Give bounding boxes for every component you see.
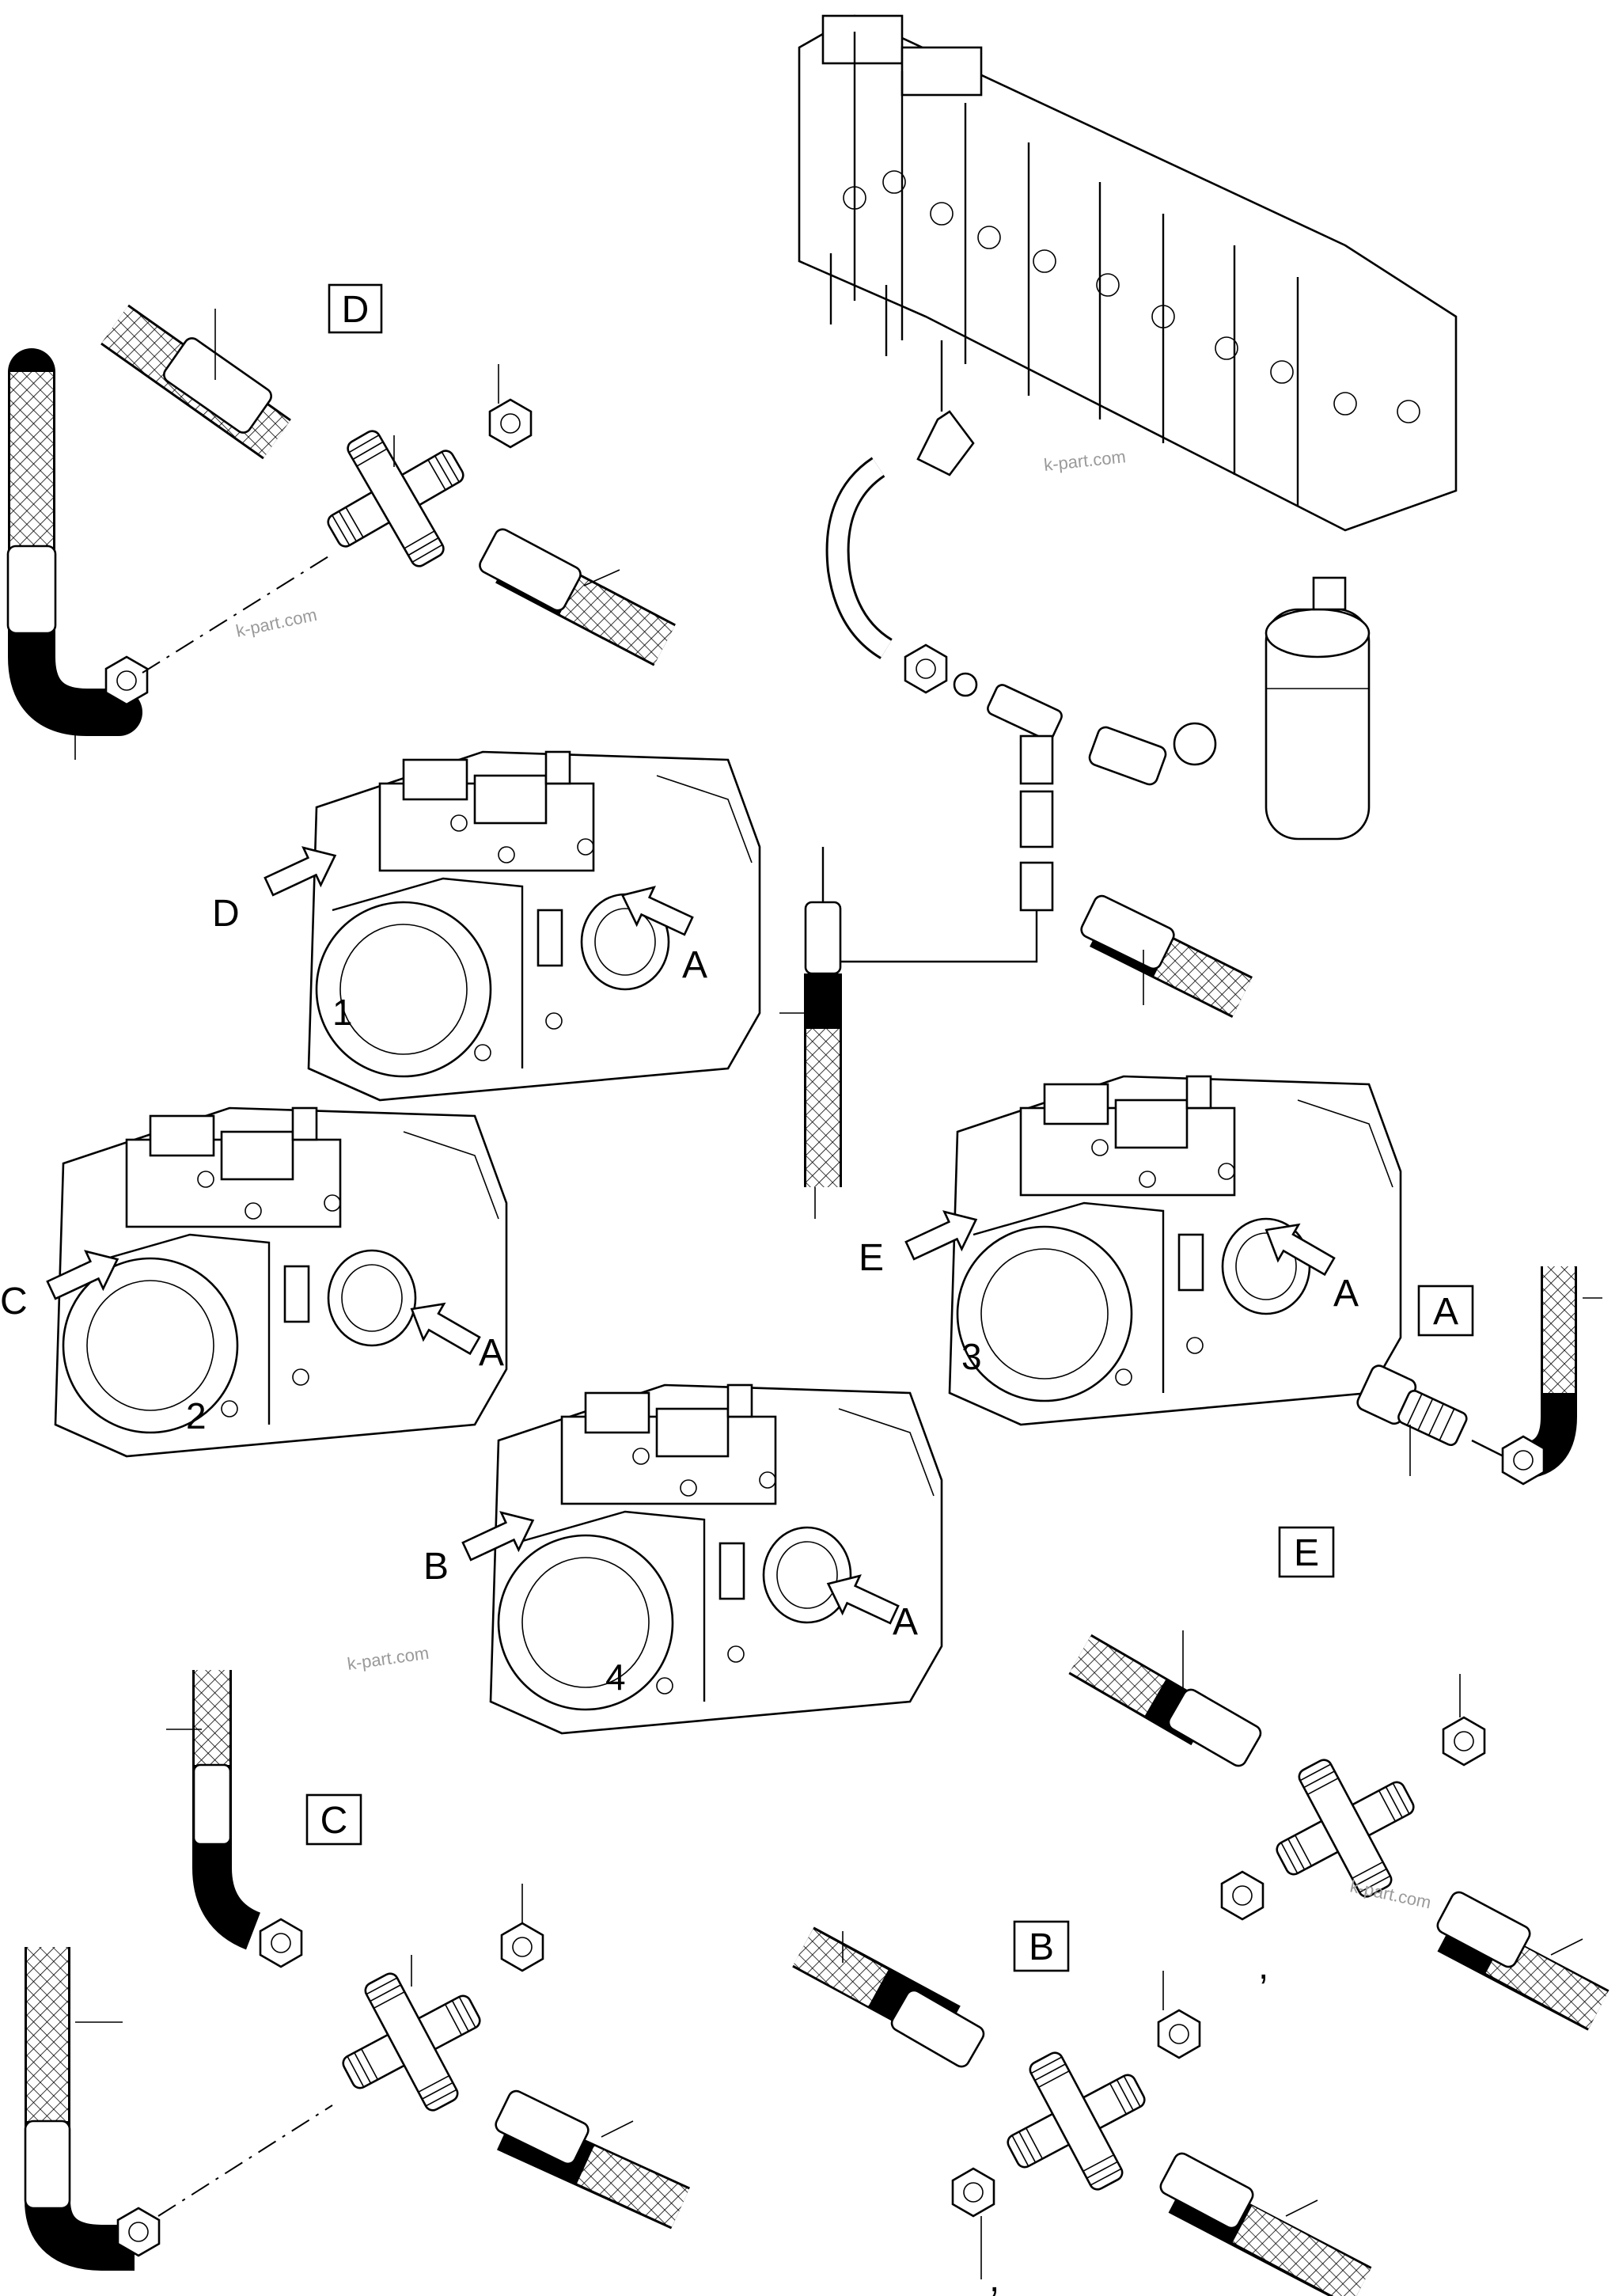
hose-vertical-left bbox=[779, 901, 842, 1219]
watermark-3: k-part.com bbox=[346, 1643, 430, 1674]
pump-3-number: 3 bbox=[961, 1336, 982, 1377]
detail-c: C bbox=[24, 1670, 691, 2271]
watermark-2: k-part.com bbox=[1043, 446, 1127, 475]
pump-2-number: 2 bbox=[186, 1395, 207, 1436]
detail-d-label: D bbox=[342, 289, 370, 331]
control-valve-bank: k-part.com bbox=[798, 14, 1458, 532]
pump-1-arrow-left: D bbox=[212, 893, 240, 935]
detail-b-box bbox=[1013, 1920, 1070, 1972]
cross-fitting-d bbox=[297, 400, 495, 598]
pump-4-arrow-right: A bbox=[893, 1601, 918, 1643]
pump-2-arrow-left: C bbox=[0, 1281, 28, 1323]
detail-a-label: A bbox=[1433, 1291, 1458, 1333]
filter bbox=[1264, 576, 1371, 841]
detail-b: B , bbox=[792, 1920, 1372, 2296]
pump-4-number: 4 bbox=[605, 1657, 626, 1698]
detail-a: A bbox=[1356, 1266, 1602, 1486]
watermark-1: k-part.com bbox=[234, 605, 319, 641]
pump-1-number: 1 bbox=[332, 992, 353, 1033]
pump-4-arrow-left: B bbox=[423, 1546, 449, 1588]
pump-unit-4: 4 B A k-part.com bbox=[346, 1383, 943, 1735]
detail-c-box bbox=[305, 1793, 362, 1846]
pump-unit-2: 2 C A bbox=[0, 1106, 508, 1458]
mark-2: , bbox=[989, 2258, 999, 2296]
detail-d: D k-part.com bbox=[6, 283, 676, 760]
adapter-nut-b bbox=[1157, 2009, 1201, 2059]
detail-b-label: B bbox=[1029, 1926, 1054, 1968]
pump-unit-3: 3 E A bbox=[859, 1075, 1402, 1426]
detail-e-label: E bbox=[1294, 1532, 1319, 1574]
pump-2-arrow-right: A bbox=[479, 1332, 504, 1374]
pump-3-arrow-right: A bbox=[1333, 1273, 1359, 1315]
hose-right-lower bbox=[479, 528, 676, 666]
pump-3-arrow-left: E bbox=[859, 1237, 884, 1279]
detail-a-box bbox=[1417, 1285, 1474, 1337]
return-line-assembly bbox=[779, 340, 1371, 1219]
mark-1: , bbox=[1258, 1945, 1268, 1987]
cross-fitting-b bbox=[978, 2023, 1174, 2219]
detail-e: E k-part.com , bbox=[1068, 1526, 1610, 2031]
adapter-nut-e bbox=[1442, 1716, 1486, 1767]
hose-top-left bbox=[100, 304, 291, 460]
detail-e-box bbox=[1278, 1526, 1335, 1578]
pump-1-arrow-right: A bbox=[682, 944, 707, 986]
hose-right-return bbox=[1080, 894, 1253, 1018]
detail-d-box bbox=[328, 283, 383, 334]
detail-c-label: C bbox=[320, 1800, 348, 1842]
pump-unit-1: 1 D A bbox=[212, 750, 761, 1102]
adapter-nut-c bbox=[500, 1922, 544, 1972]
elbow-hose-left bbox=[6, 348, 149, 760]
adapter-nut-d bbox=[488, 398, 533, 449]
